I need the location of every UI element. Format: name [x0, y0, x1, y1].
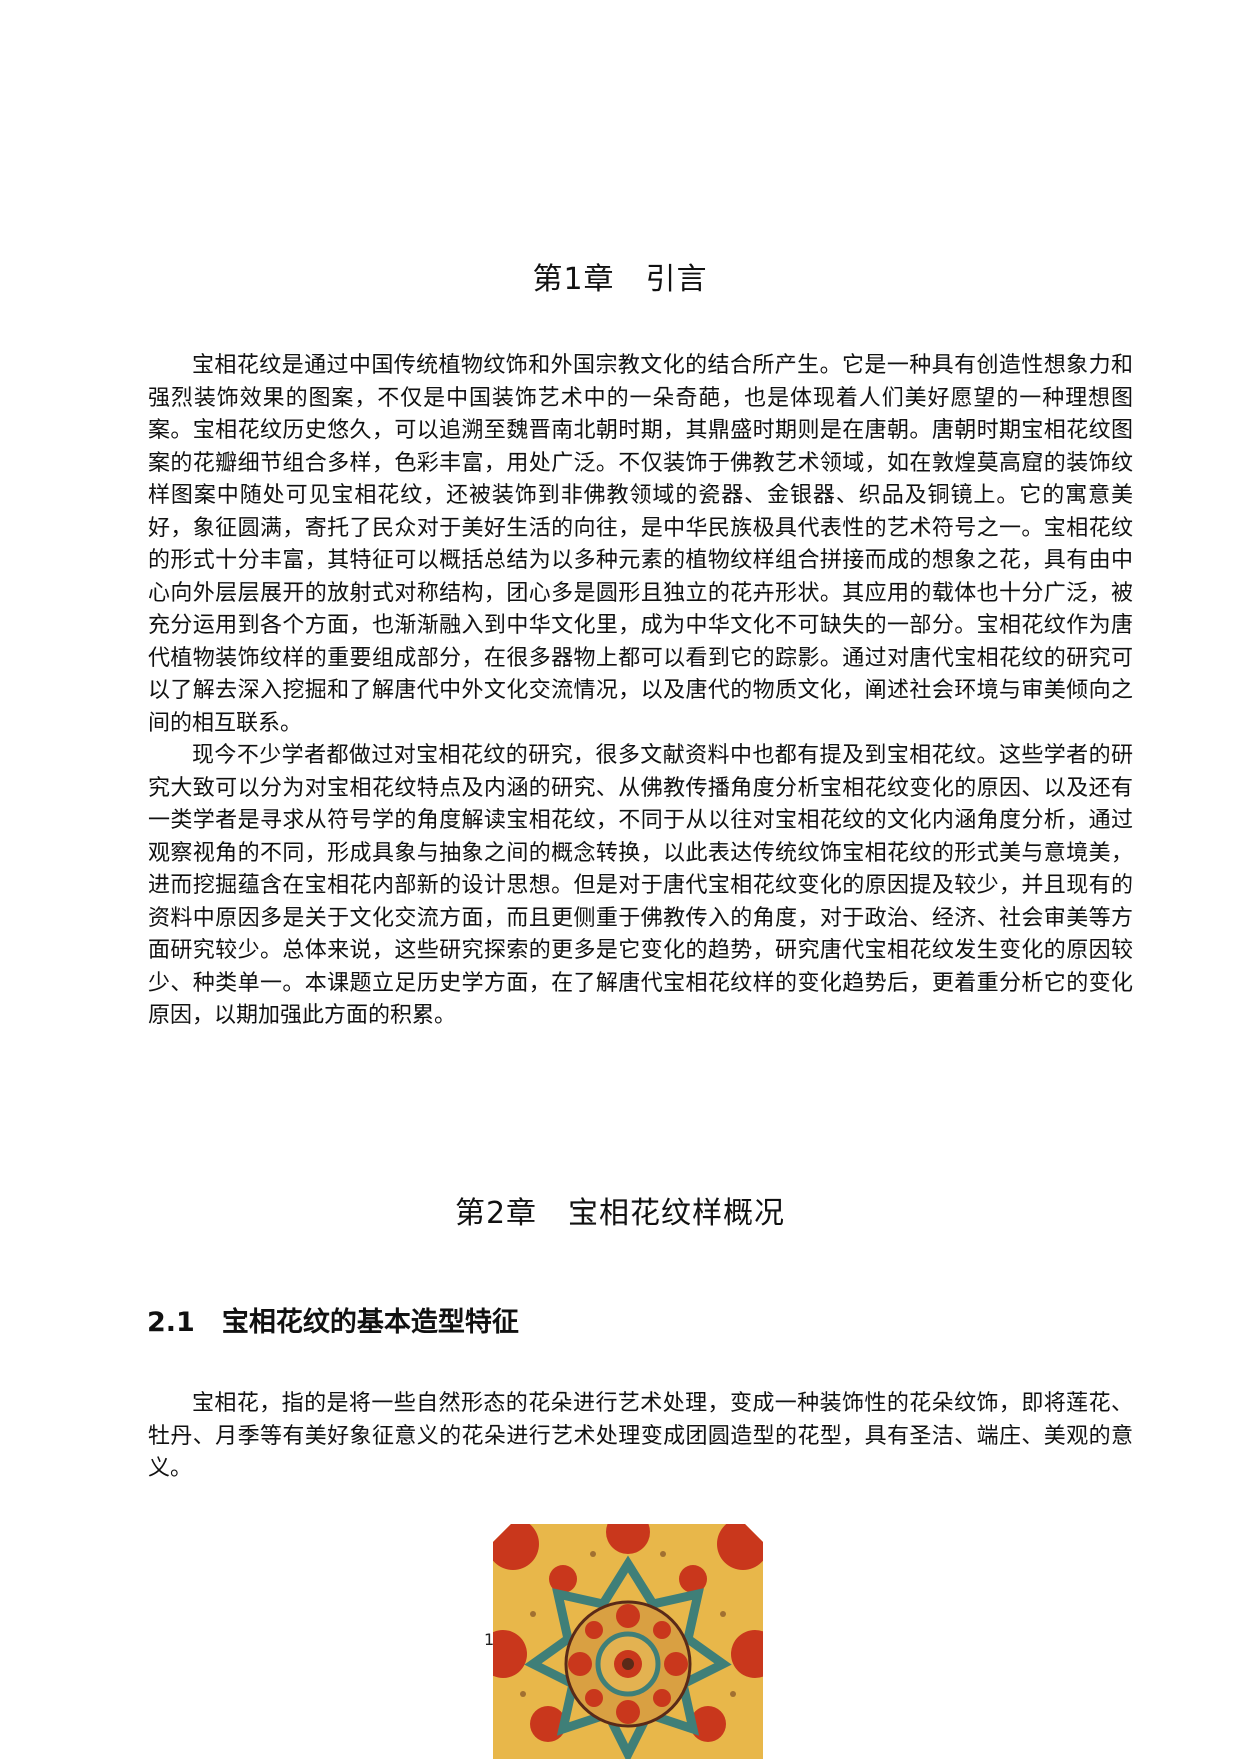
chapter-1-title: 第1章 引言 [532, 262, 708, 297]
baoxianghua-pattern-image [493, 1524, 763, 1759]
chapter-1-body: 宝相花纹是通过中国传统植物纹饰和外国宗教文化的结合所产生。它是一种具有创造性想象… [148, 350, 1133, 1033]
chapter-1-paragraph-1: 宝相花纹是通过中国传统植物纹饰和外国宗教文化的结合所产生。它是一种具有创造性想象… [148, 353, 1133, 736]
section-2-1-title: 2.1 宝相花纹的基本造型特征 [147, 1307, 519, 1338]
chapter-1-paragraph-2: 现今不少学者都做过对宝相花纹的研究，很多文献资料中也都有提及到宝相花纹。这些学者… [148, 743, 1133, 1028]
page-number: 1 [484, 1630, 495, 1649]
section-2-1-paragraph-1: 宝相花，指的是将一些自然形态的花朵进行艺术处理，变成一种装饰性的花朵纹饰，即将莲… [148, 1391, 1133, 1481]
chapter-2-title: 第2章 宝相花纹样概况 [454, 1196, 786, 1231]
section-2-1-body: 宝相花，指的是将一些自然形态的花朵进行艺术处理，变成一种装饰性的花朵纹饰，即将莲… [148, 1388, 1133, 1486]
